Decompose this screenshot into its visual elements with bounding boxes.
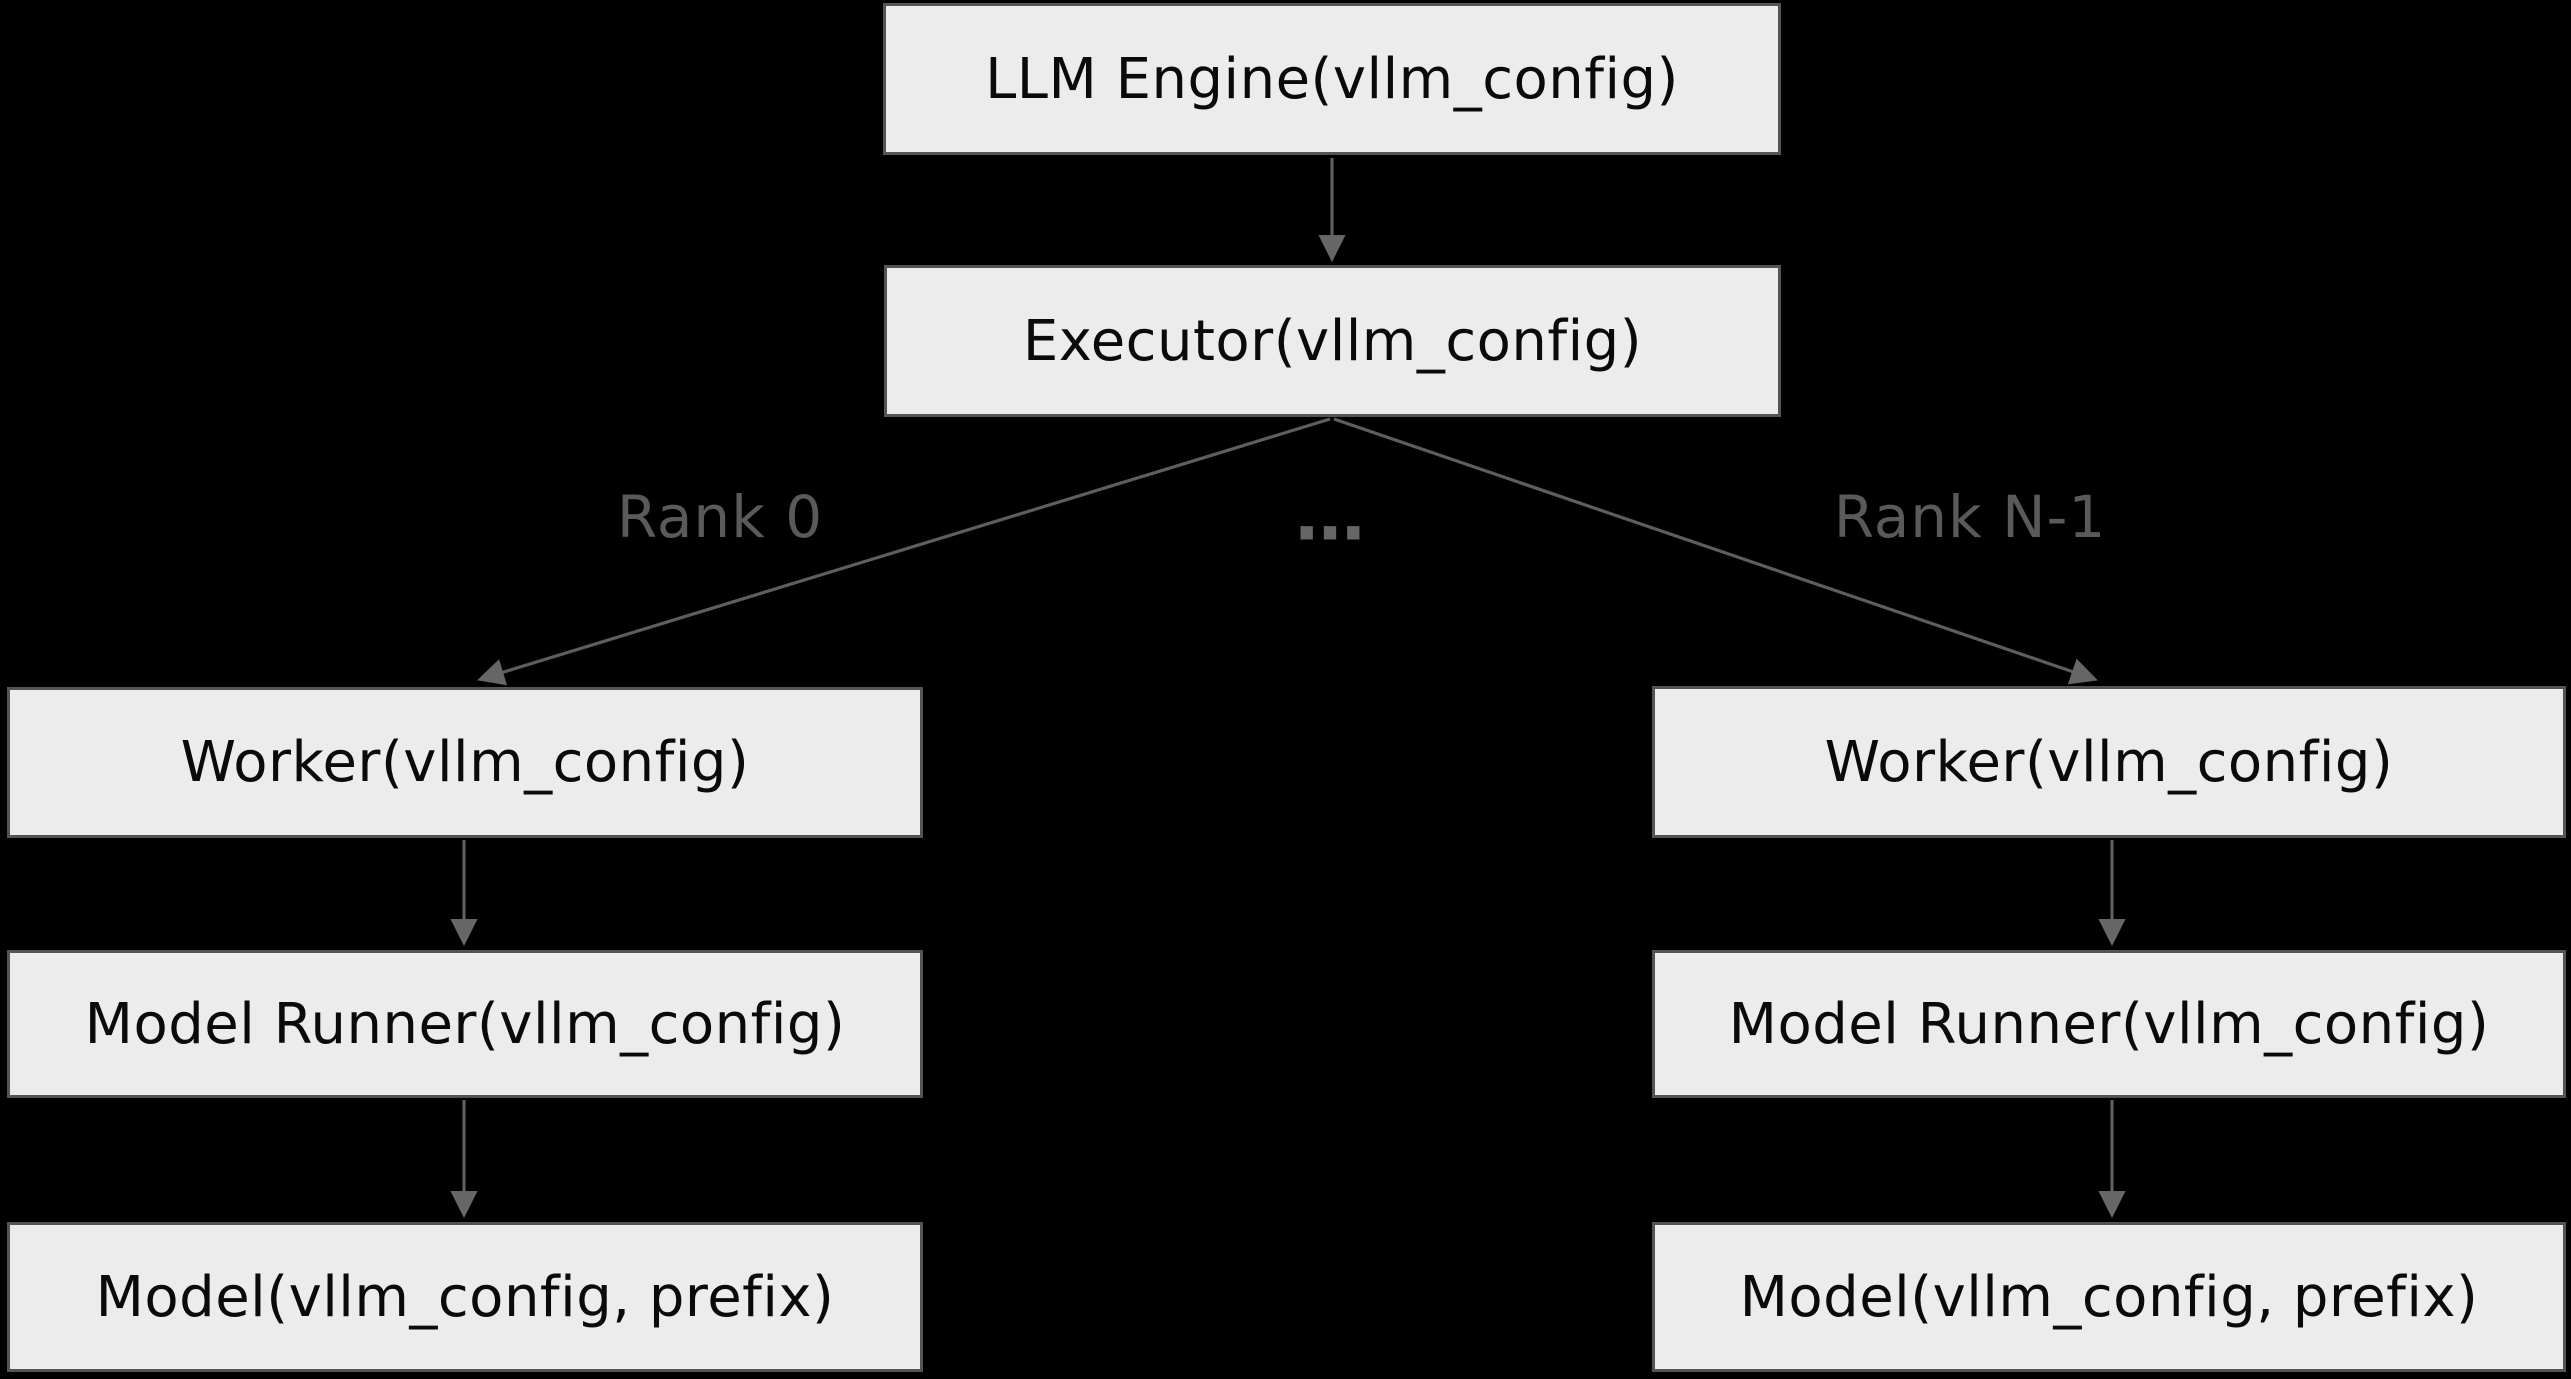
node-model-runner-rank-0-label: Model Runner(vllm_config) bbox=[84, 991, 846, 1057]
edge-label-ellipsis: … bbox=[1295, 474, 1367, 557]
node-executor-label: Executor(vllm_config) bbox=[1022, 308, 1643, 374]
node-worker-rank-0: Worker(vllm_config) bbox=[7, 687, 923, 838]
node-llm-engine-label: LLM Engine(vllm_config) bbox=[985, 46, 1679, 112]
node-worker-rank-0-label: Worker(vllm_config) bbox=[180, 730, 750, 795]
node-model-rank-0: Model(vllm_config, prefix) bbox=[7, 1222, 923, 1372]
node-model-runner-rank-n-label: Model Runner(vllm_config) bbox=[1728, 991, 2490, 1057]
node-worker-rank-n: Worker(vllm_config) bbox=[1652, 686, 2566, 838]
node-model-runner-rank-n: Model Runner(vllm_config) bbox=[1652, 950, 2566, 1098]
node-llm-engine: LLM Engine(vllm_config) bbox=[883, 3, 1781, 155]
node-model-rank-n-label: Model(vllm_config, prefix) bbox=[1739, 1264, 2479, 1330]
node-executor: Executor(vllm_config) bbox=[884, 265, 1781, 417]
node-worker-rank-n-label: Worker(vllm_config) bbox=[1824, 729, 2394, 795]
edge-label-rank-n: Rank N-1 bbox=[1833, 483, 2107, 551]
node-model-rank-0-label: Model(vllm_config, prefix) bbox=[95, 1264, 835, 1330]
node-model-runner-rank-0: Model Runner(vllm_config) bbox=[7, 950, 923, 1098]
edge-label-rank-0: Rank 0 bbox=[616, 483, 824, 551]
node-model-rank-n: Model(vllm_config, prefix) bbox=[1652, 1222, 2566, 1372]
edge-executor-to-worker-0 bbox=[477, 417, 1331, 686]
